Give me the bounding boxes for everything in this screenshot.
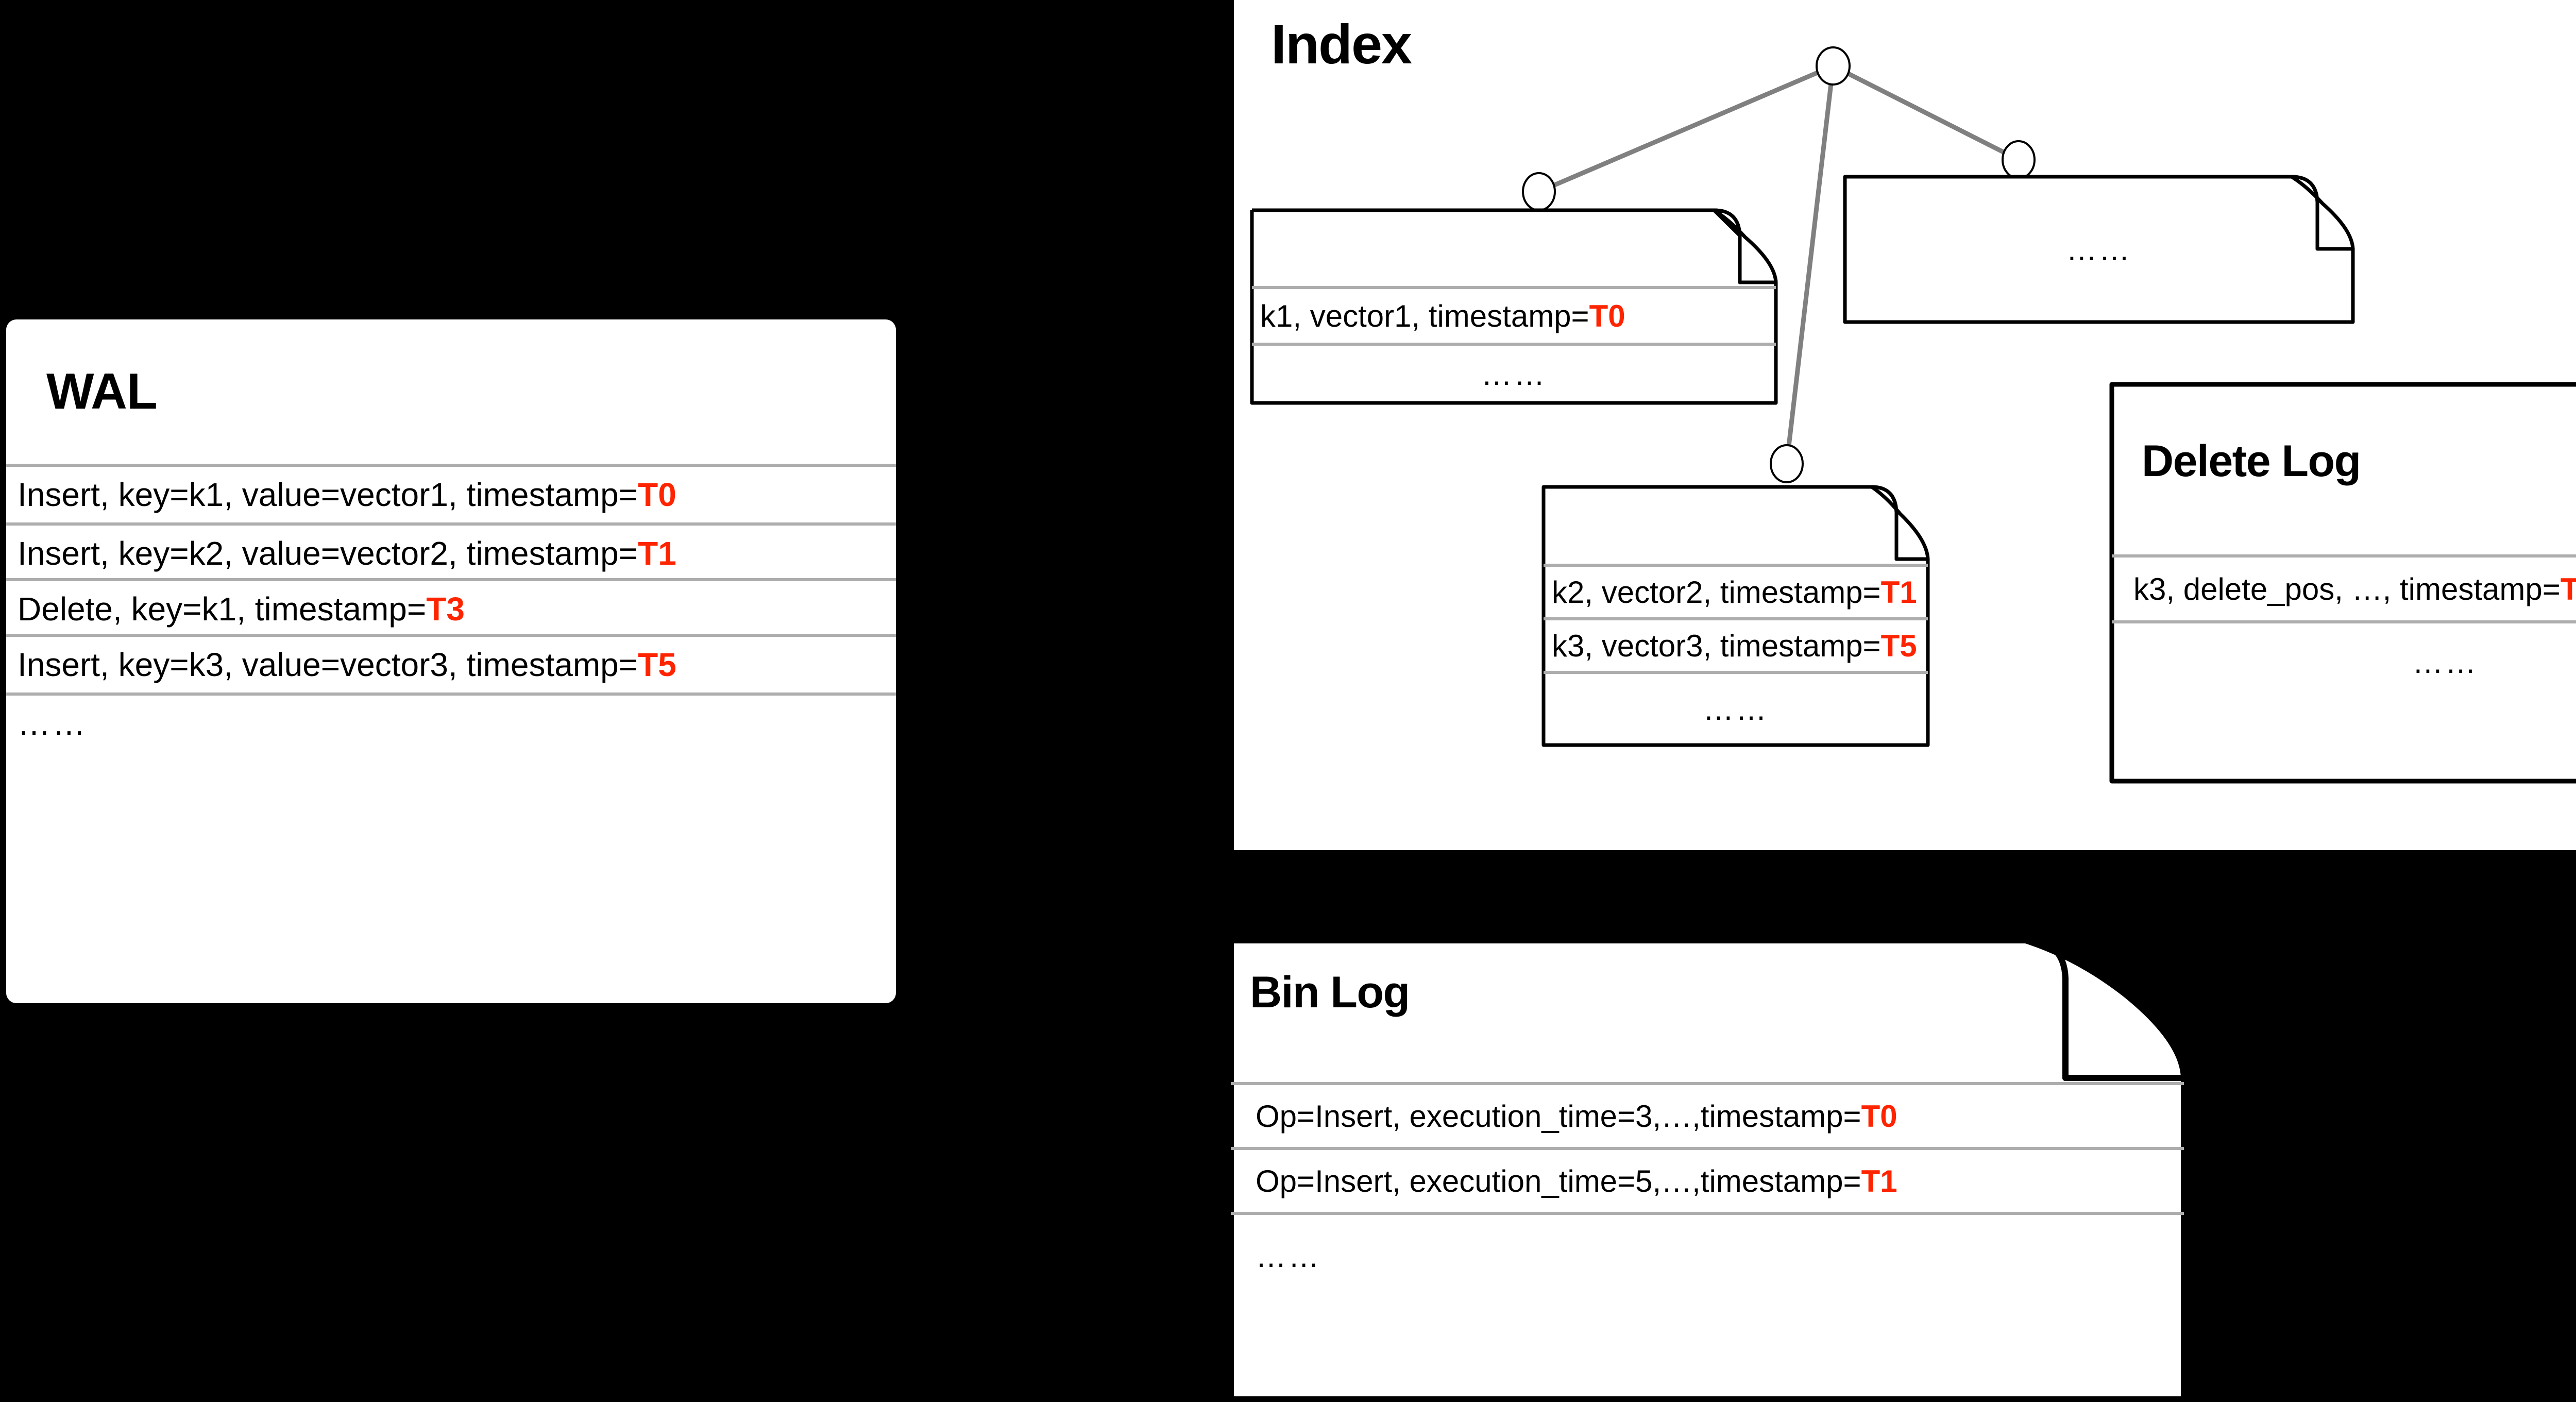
- bin-log-row-text: Op=Insert, execution_time=5,…,timestamp=: [1256, 1163, 1861, 1198]
- index-leaf-card-k2: k2, vector2, timestamp=T1 k3, vector3, t…: [1541, 485, 1930, 747]
- delete-log-row: k3, delete_pos, …, timestamp=T3: [2112, 558, 2576, 620]
- leaf-row-timestamp: T5: [1880, 628, 1917, 663]
- leaf-row-ellipsis: ……: [1252, 346, 1776, 402]
- document-shape-icon: [1541, 485, 1930, 747]
- delete-log-row-ellipsis: ……: [2112, 623, 2576, 701]
- leaf-divider: [1544, 671, 1928, 674]
- delete-log-panel: Delete Log k3, delete_pos, …, timestamp=…: [2109, 382, 2576, 784]
- bin-log-row-text: Op=Insert, execution_time=3,…,timestamp=: [1256, 1099, 1861, 1134]
- tree-edge-root-left: [1538, 63, 1834, 194]
- delete-log-title: Delete Log: [2142, 436, 2361, 486]
- wal-row-text: ……: [18, 705, 88, 742]
- index-leaf-card-dots: ……: [1843, 175, 2355, 324]
- wal-row-timestamp: T3: [426, 590, 465, 628]
- bin-log-row-timestamp: T1: [1861, 1163, 1897, 1198]
- leaf-row: k1, vector1, timestamp=T0: [1252, 289, 1776, 343]
- index-leaf-card-k1: k1, vector1, timestamp=T0 ……: [1250, 208, 1778, 405]
- wal-row-text: Insert, key=k3, value=vector3, timestamp…: [18, 646, 638, 683]
- tree-node-bottom: [1770, 444, 1804, 483]
- wal-divider: [6, 464, 896, 467]
- wal-divider: [6, 634, 896, 637]
- wal-title: WAL: [46, 363, 158, 419]
- delete-log-divider: [2112, 620, 2576, 623]
- leaf-row-ellipsis: ……: [1544, 674, 1928, 744]
- leaf-divider: [1544, 564, 1928, 567]
- wal-row-timestamp: T1: [638, 535, 676, 572]
- tree-node-left: [1522, 172, 1556, 211]
- bin-log-title: Bin Log: [1250, 968, 1410, 1017]
- wal-row-timestamp: T0: [638, 476, 676, 513]
- delete-log-row-text: k3, delete_pos, …, timestamp=: [2133, 571, 2561, 606]
- leaf-row: k3, vector3, timestamp=T5: [1544, 620, 1928, 671]
- tree-node-root: [1816, 46, 1851, 86]
- leaf-row-timestamp: T1: [1880, 575, 1917, 610]
- wal-row-text: Delete, key=k1, timestamp=: [18, 590, 427, 628]
- wal-divider: [6, 522, 896, 526]
- leaf-divider: [1544, 617, 1928, 620]
- wal-row-timestamp: T5: [638, 646, 676, 683]
- wal-divider: [6, 692, 896, 696]
- tree-edge-root-bottom: [1784, 65, 1836, 464]
- bin-log-row: Op=Insert, execution_time=5,…,timestamp=…: [1231, 1150, 2184, 1212]
- leaf-row-text: ……: [1703, 691, 1769, 727]
- leaf-row: k2, vector2, timestamp=T1: [1544, 567, 1928, 617]
- leaf-row-text: k1, vector1, timestamp=: [1260, 298, 1589, 333]
- document-shape-icon: [1228, 937, 2187, 1402]
- wal-row: Insert, key=k3, value=vector3, timestamp…: [6, 637, 896, 692]
- bin-log-divider: [1231, 1082, 2184, 1085]
- tree-edge-root-right: [1832, 63, 2020, 162]
- bin-log-row-text: ……: [1256, 1239, 1321, 1274]
- tree-node-right: [2002, 140, 2036, 179]
- wal-row: Insert, key=k1, value=vector1, timestamp…: [6, 467, 896, 522]
- bin-log-divider: [1231, 1147, 2184, 1150]
- wal-row: Insert, key=k2, value=vector2, timestamp…: [6, 526, 896, 581]
- bin-log-row-timestamp: T0: [1861, 1099, 1897, 1134]
- delete-log-divider: [2112, 554, 2576, 558]
- leaf-row-text: k3, vector3, timestamp=: [1552, 628, 1881, 663]
- leaf-row-text: ……: [2066, 232, 2132, 267]
- wal-panel: WAL Insert, key=k1, value=vector1, times…: [6, 319, 896, 1003]
- wal-row-text: Insert, key=k1, value=vector1, timestamp…: [18, 476, 638, 513]
- bin-log-divider: [1231, 1212, 2184, 1215]
- document-shape-icon: [2109, 382, 2576, 784]
- leaf-row-text: k2, vector2, timestamp=: [1552, 575, 1881, 610]
- delete-log-row-timestamp: T3: [2560, 571, 2576, 606]
- leaf-row-text: ……: [1481, 357, 1547, 392]
- leaf-divider: [1252, 286, 1776, 289]
- document-shape-icon: [1843, 175, 2355, 324]
- index-title: Index: [1271, 13, 1412, 75]
- leaf-row-ellipsis: ……: [1843, 175, 2354, 324]
- bin-log-row-ellipsis: ……: [1231, 1215, 2184, 1297]
- document-shape-icon: [1250, 208, 1778, 405]
- wal-row-text: Insert, key=k2, value=vector2, timestamp…: [18, 535, 638, 572]
- index-tree: [1522, 46, 2036, 483]
- wal-divider: [6, 578, 896, 581]
- leaf-row-timestamp: T0: [1589, 298, 1625, 333]
- leaf-divider: [1252, 343, 1776, 346]
- wal-row: Delete, key=k1, timestamp=T3: [6, 581, 896, 637]
- wal-row-ellipsis: ……: [6, 696, 896, 751]
- bin-log-panel: Bin Log Op=Insert, execution_time=3,…,ti…: [1228, 937, 2223, 1402]
- bin-log-row: Op=Insert, execution_time=3,…,timestamp=…: [1231, 1085, 2184, 1147]
- delete-log-row-text: ……: [2412, 645, 2478, 680]
